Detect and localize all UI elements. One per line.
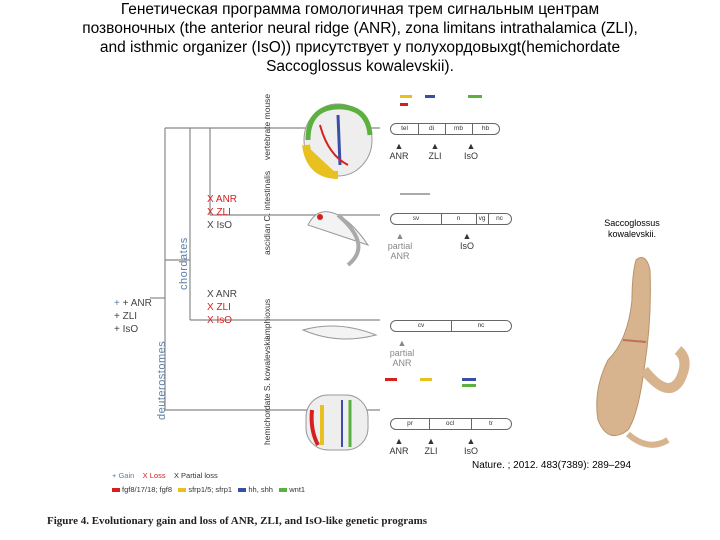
marker-vert-iso: ▲IsO [456,141,486,161]
segment-ocl: ocl [429,419,472,429]
amphioxus-loss-zli: X ZLI [207,301,237,314]
legend-loss: X Loss [143,471,166,480]
taxon-label-hemichordate: hemichordate S. kowalevskii [262,338,272,445]
legend-partial: X Partial loss [174,471,218,480]
ascidian-loss-zli: X ZLI [207,206,237,219]
worm-photo [568,240,698,455]
ascidian-larva-image [308,212,368,265]
hemichordate-embryo-image [306,395,368,450]
segment-tr: tr [471,419,511,429]
deuterostomes-label: deuterostomes [156,341,168,420]
amphioxus-loss-iso: X IsO [207,314,237,327]
segment-n: n [441,214,477,224]
amphioxus-expression-row: cv nc ▲partial ANR [380,312,520,372]
taxon-label-amphioxus: amphioxus [262,299,272,340]
legend-symbols: + Gain X Loss X Partial loss [112,471,218,480]
segment-tel: tel [391,124,419,134]
vertebrate-expression-row: tel di mb hb ▲ANR ▲ZLI ▲IsO [380,95,500,155]
marker-hemi-iso: ▲IsO [456,436,486,456]
segment-mb: mb [445,124,473,134]
marker-amph-partial-anr: ▲partial ANR [382,338,422,368]
legend-genes: fgf8/17/18; fgf8 sfrp1/5; sfrp1 hh, shh … [112,485,305,494]
segment-di: di [418,124,446,134]
marker-asc-iso: ▲IsO [452,231,482,251]
segment-sv: sv [391,214,442,224]
mouse-embryo-image [304,104,372,176]
root-gain-iso: + IsO [114,324,138,335]
ascidian-loss-iso: X IsO [207,219,237,232]
segment-amph-nc: nc [451,321,511,331]
worm-caption: Saccoglossus kowalevskii. [582,218,682,240]
marker-vert-zli: ▲ZLI [420,141,450,161]
amphioxus-losses: X ANR X ZLI X IsO [207,288,237,327]
ascidian-expression-row: sv n vg nc ▲partial ANR ▲IsO [380,193,520,268]
root-gain-anr: + ANR [123,298,152,309]
citation: Nature. ; 2012. 483(7389): 289–294 [472,460,631,471]
taxon-label-vertebrate: vertebrate mouse [262,94,272,160]
legend-gain: + Gain [112,471,134,480]
segment-hb: hb [472,124,499,134]
ascidian-losses: X ANR X ZLI X IsO [207,193,237,232]
ascidian-loss-anr: X ANR [207,193,237,206]
marker-hemi-anr: ▲ANR [382,436,416,456]
organism-drawings [298,95,378,455]
marker-vert-anr: ▲ANR [382,141,416,161]
legend-gene-wnt: wnt1 [289,485,305,494]
hemichordate-expression-row: pr ocl tr ▲ANR ▲ZLI ▲IsO [380,378,520,458]
legend-gene-sfrp: sfrp1/5; sfrp1 [188,485,232,494]
legend-gene-hh: hh, shh [248,485,273,494]
taxon-label-ascidian: ascidian C. intestinalis [262,171,272,255]
chordates-label: chordates [178,237,190,290]
legend-gene-fgf: fgf8/17/18; fgf8 [122,485,172,494]
amphioxus-image [303,326,376,339]
root-gain-zli: + ZLI [114,311,137,322]
amphioxus-loss-anr: X ANR [207,288,237,301]
marker-asc-partial-anr: ▲partial ANR [382,231,418,261]
segment-pr: pr [391,419,430,429]
figure-caption: Figure 4. Evolutionary gain and loss of … [47,515,427,527]
segment-cv: cv [391,321,452,331]
segment-nc: nc [488,214,511,224]
marker-hemi-zli: ▲ZLI [416,436,446,456]
root-gains: + + ANR + ZLI + IsO [114,297,152,336]
